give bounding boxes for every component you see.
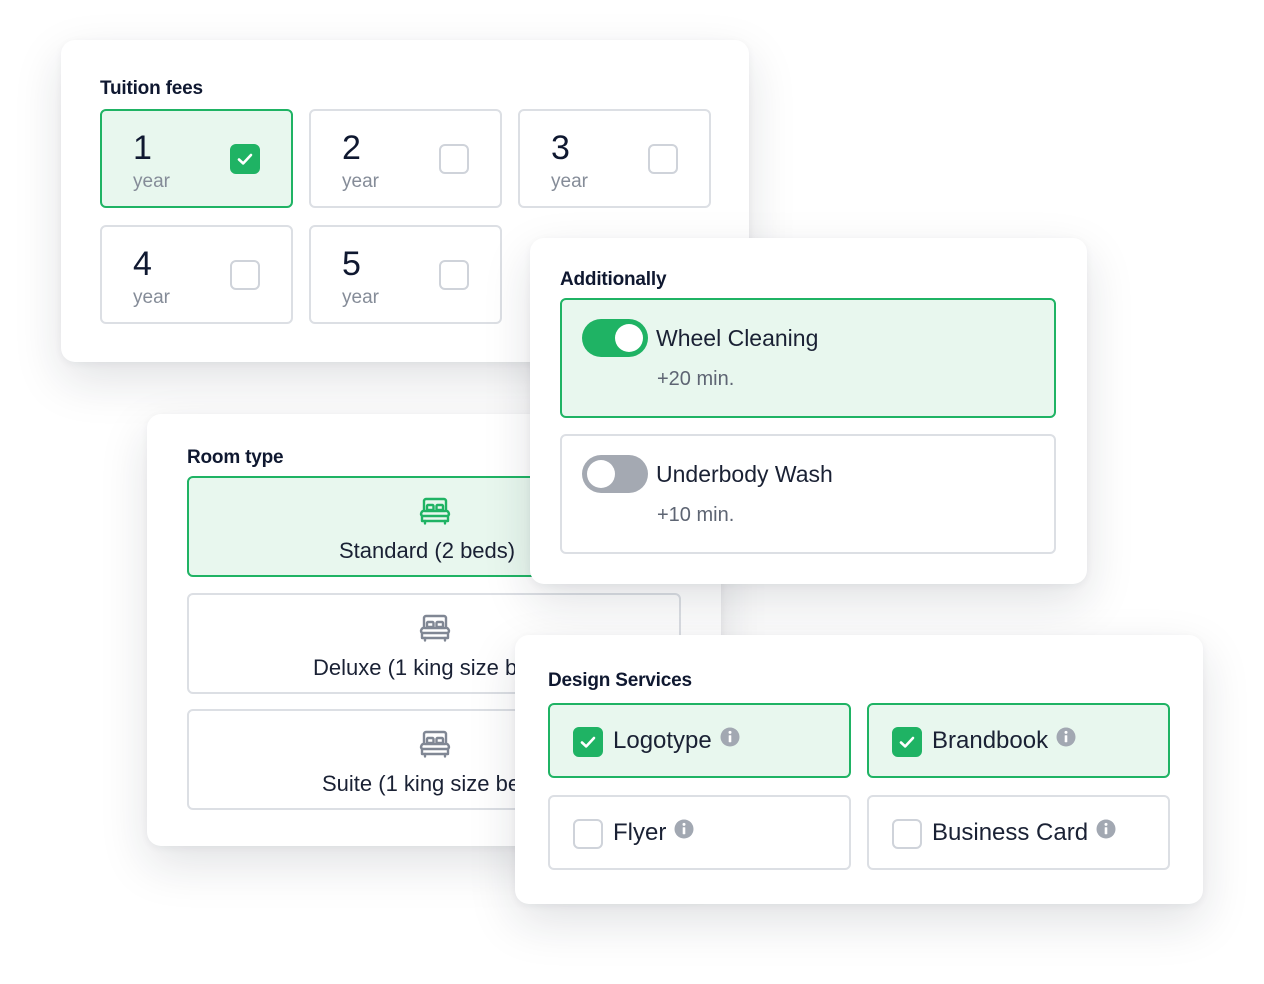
- year-checkbox[interactable]: [230, 144, 260, 174]
- year-number: 2: [342, 129, 361, 167]
- service-label-text: Business Card: [932, 819, 1089, 846]
- year-option-5[interactable]: 5 year: [309, 225, 502, 324]
- year-option-2[interactable]: 2 year: [309, 109, 502, 208]
- room-type-title: Room type: [187, 447, 284, 468]
- year-option-1[interactable]: 1 year: [100, 109, 293, 208]
- service-option-business-card[interactable]: Business Card: [867, 795, 1170, 870]
- bed-icon: [419, 730, 451, 758]
- info-icon[interactable]: [1056, 727, 1076, 747]
- check-icon: [899, 736, 915, 748]
- year-number: 3: [551, 129, 570, 167]
- service-label: Business Card: [932, 819, 1116, 847]
- option-time: +10 min.: [657, 504, 735, 526]
- service-label-text: Flyer: [613, 819, 667, 846]
- year-checkbox[interactable]: [648, 144, 678, 174]
- toggle-knob: [615, 324, 643, 352]
- service-label: Logotype: [613, 727, 740, 755]
- toggle-switch[interactable]: [582, 455, 648, 493]
- option-time: +20 min.: [657, 368, 735, 390]
- service-checkbox[interactable]: [892, 727, 922, 757]
- year-unit: year: [133, 287, 170, 308]
- year-number: 5: [342, 245, 361, 283]
- toggle-switch[interactable]: [582, 319, 648, 357]
- year-checkbox[interactable]: [230, 260, 260, 290]
- year-unit: year: [342, 171, 379, 192]
- info-icon[interactable]: [720, 727, 740, 747]
- service-label: Flyer: [613, 819, 694, 847]
- year-unit: year: [133, 171, 170, 192]
- year-number: 4: [133, 245, 152, 283]
- option-name: Wheel Cleaning: [656, 325, 819, 351]
- tuition-fees-title: Tuition fees: [100, 78, 203, 99]
- service-label-text: Brandbook: [932, 727, 1049, 754]
- service-option-brandbook[interactable]: Brandbook: [867, 703, 1170, 778]
- service-checkbox[interactable]: [573, 727, 603, 757]
- check-icon: [237, 153, 253, 165]
- option-wheel-cleaning[interactable]: Wheel Cleaning +20 min.: [560, 298, 1056, 418]
- service-checkbox[interactable]: [573, 819, 603, 849]
- service-option-flyer[interactable]: Flyer: [548, 795, 851, 870]
- room-label: Suite (1 king size bed): [322, 771, 540, 796]
- service-option-logotype[interactable]: Logotype: [548, 703, 851, 778]
- option-name: Underbody Wash: [656, 461, 833, 487]
- year-checkbox[interactable]: [439, 144, 469, 174]
- year-option-3[interactable]: 3 year: [518, 109, 711, 208]
- room-label: Deluxe (1 king size bed): [313, 655, 550, 680]
- design-services-card: Design Services Logotype Brandbook Flyer…: [515, 635, 1203, 904]
- service-label-text: Logotype: [613, 727, 712, 754]
- info-icon[interactable]: [674, 819, 694, 839]
- service-checkbox[interactable]: [892, 819, 922, 849]
- year-option-4[interactable]: 4 year: [100, 225, 293, 324]
- design-services-title: Design Services: [548, 670, 692, 691]
- service-label: Brandbook: [932, 727, 1076, 755]
- additionally-card: Additionally Wheel Cleaning +20 min. Und…: [530, 238, 1087, 584]
- bed-icon: [419, 614, 451, 642]
- additionally-title: Additionally: [560, 269, 667, 290]
- year-unit: year: [551, 171, 588, 192]
- option-underbody-wash[interactable]: Underbody Wash +10 min.: [560, 434, 1056, 554]
- tuition-fees-card: Tuition fees 1 year 2 year 3 year 4 year…: [61, 40, 749, 362]
- year-unit: year: [342, 287, 379, 308]
- year-checkbox[interactable]: [439, 260, 469, 290]
- toggle-knob: [587, 460, 615, 488]
- check-icon: [580, 736, 596, 748]
- room-label: Standard (2 beds): [339, 538, 516, 563]
- year-number: 1: [133, 129, 152, 167]
- bed-icon: [419, 497, 451, 525]
- info-icon[interactable]: [1096, 819, 1116, 839]
